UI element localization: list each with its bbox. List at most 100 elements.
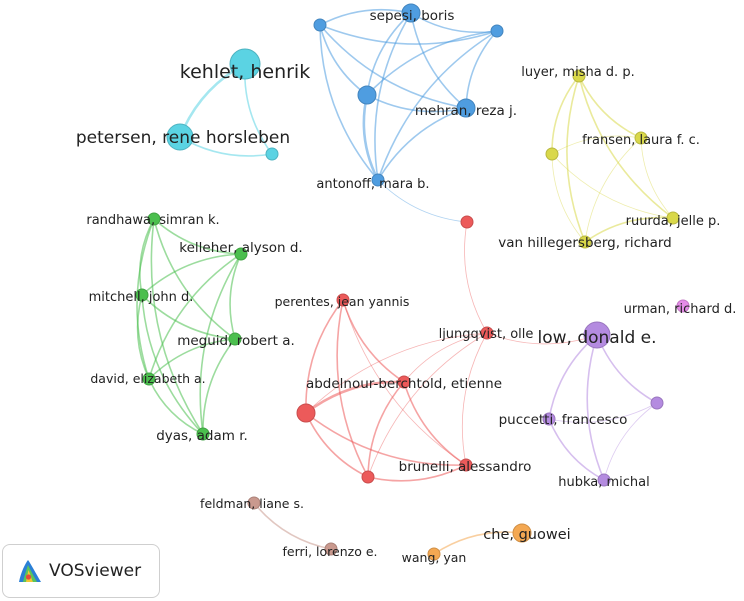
link-red1-ljungqvist <box>464 221 488 334</box>
link-yellow3-vanhillegersberg <box>551 153 586 243</box>
node-antonoff[interactable] <box>371 173 385 187</box>
vosviewer-logo-icon <box>19 560 41 582</box>
link-blue1-blue3 <box>319 24 498 45</box>
node-abdelnour[interactable] <box>397 375 411 389</box>
network-nodes <box>135 3 690 561</box>
link-abdelnour-brunelli <box>403 381 467 466</box>
link-blue4-mehran <box>366 94 467 113</box>
node-meguid[interactable] <box>228 332 242 346</box>
link-mitchell-david <box>136 294 150 380</box>
link-mehran-antonoff <box>377 107 467 181</box>
label-perentes: perentes, jean yannis <box>275 294 410 309</box>
node-purple3[interactable] <box>650 396 664 410</box>
link-kelleher-david <box>148 253 242 380</box>
node-red6[interactable] <box>361 470 375 484</box>
node-feldman[interactable] <box>247 496 261 510</box>
link-randhawa-dyas <box>150 218 204 435</box>
link-yellow3-ruurda <box>551 153 674 219</box>
link-david-dyas <box>148 378 204 435</box>
node-low[interactable] <box>583 321 611 349</box>
link-puccetti-purple3 <box>548 402 658 423</box>
label-kelleher: kelleher, alyson d. <box>179 240 302 256</box>
link-abdelnour-red5 <box>304 380 406 415</box>
link-kelleher-meguid <box>229 253 242 340</box>
link-luyer-vanhillegersberg <box>566 75 586 243</box>
link-kelleher-mitchell <box>141 253 242 296</box>
node-cyan3[interactable] <box>265 147 279 161</box>
label-mitchell: mitchell, john d. <box>89 290 194 305</box>
link-perentes-red5 <box>305 299 344 414</box>
label-meguid: meguid, robert a. <box>177 333 295 349</box>
node-ljungqvist[interactable] <box>480 326 494 340</box>
label-ruurda: ruurda, jelle p. <box>626 214 721 229</box>
link-fransen-vanhillegersberg <box>584 137 642 243</box>
link-red5-brunelli <box>305 412 467 466</box>
label-low: low, donald e. <box>538 328 657 348</box>
link-low-hubka <box>586 334 605 481</box>
node-puccetti[interactable] <box>542 412 556 426</box>
label-che: che, guowei <box>483 527 570 543</box>
node-yellow3[interactable] <box>545 147 559 161</box>
link-sepesi-blue1 <box>319 8 412 26</box>
node-petersen[interactable] <box>166 123 194 151</box>
node-luyer[interactable] <box>572 69 586 83</box>
network-labels: kehlet, henrik petersen, rene horsleben se… <box>76 8 736 565</box>
node-blue4[interactable] <box>357 85 377 105</box>
node-mitchell[interactable] <box>135 288 149 302</box>
node-david[interactable] <box>142 372 156 386</box>
label-feldman: feldman, liane s. <box>200 496 304 511</box>
label-urman: urman, richard d. <box>624 302 737 317</box>
link-luyer-ruurda <box>578 75 674 219</box>
label-fransen: fransen, laura f. c. <box>582 133 700 148</box>
node-kelleher[interactable] <box>234 247 248 261</box>
link-antonoff-red1 <box>377 179 468 223</box>
link-luyer-fransen <box>578 75 642 139</box>
link-fransen-yellow3 <box>551 135 642 155</box>
link-blue3-antonoff <box>377 30 498 181</box>
node-ferri[interactable] <box>324 542 338 556</box>
link-sepesi-blue4 <box>366 12 412 96</box>
label-ferri: ferri, lorenzo e. <box>282 544 377 559</box>
node-blue3[interactable] <box>490 24 504 38</box>
link-randhawa-kelleher <box>153 218 242 255</box>
brand-name: VOSviewer <box>49 561 142 581</box>
node-red1[interactable] <box>460 215 474 229</box>
node-urman[interactable] <box>676 299 690 313</box>
link-purple3-hubka <box>603 402 658 481</box>
label-antonoff: antonoff, mara b. <box>316 177 429 192</box>
link-abdelnour-red6 <box>367 381 405 478</box>
node-fransen[interactable] <box>634 131 648 145</box>
label-kehlet: kehlet, henrik <box>180 61 310 83</box>
link-puccetti-hubka <box>548 418 605 481</box>
label-sepesi: sepesi, boris <box>370 8 455 24</box>
link-luyer-yellow3 <box>551 75 580 155</box>
vosviewer-brand-box[interactable]: VOSviewer <box>2 544 160 598</box>
link-ruurda-vanhillegersberg <box>584 216 674 243</box>
node-mehran[interactable] <box>456 98 476 118</box>
label-vanhillegersberg: van hillegersberg, richard <box>498 235 671 251</box>
node-randhawa[interactable] <box>147 212 161 226</box>
link-red6-brunelli <box>367 464 467 482</box>
node-brunelli[interactable] <box>459 458 473 472</box>
label-dyas: dyas, adam r. <box>156 428 248 444</box>
node-blue1[interactable] <box>313 18 327 32</box>
link-meguid-david <box>148 338 236 380</box>
link-feldman-ferri <box>253 502 332 550</box>
node-dyas[interactable] <box>196 427 210 441</box>
node-hubka[interactable] <box>597 473 611 487</box>
label-petersen: petersen, rene horsleben <box>76 128 290 148</box>
node-che[interactable] <box>512 523 532 543</box>
label-wang: wang, yan <box>402 550 467 565</box>
node-perentes[interactable] <box>336 293 350 307</box>
node-vanhillegersberg[interactable] <box>578 235 592 249</box>
node-sepesi[interactable] <box>401 3 421 23</box>
node-kehlet[interactable] <box>229 48 261 80</box>
node-wang[interactable] <box>427 547 441 561</box>
node-red5[interactable] <box>296 403 316 423</box>
link-randhawa-meguid <box>153 218 236 340</box>
link-che-wang <box>433 531 523 555</box>
node-ruurda[interactable] <box>666 211 680 225</box>
label-randhawa: randhawa, simran k. <box>86 213 219 228</box>
link-blue3-mehran <box>465 30 498 109</box>
